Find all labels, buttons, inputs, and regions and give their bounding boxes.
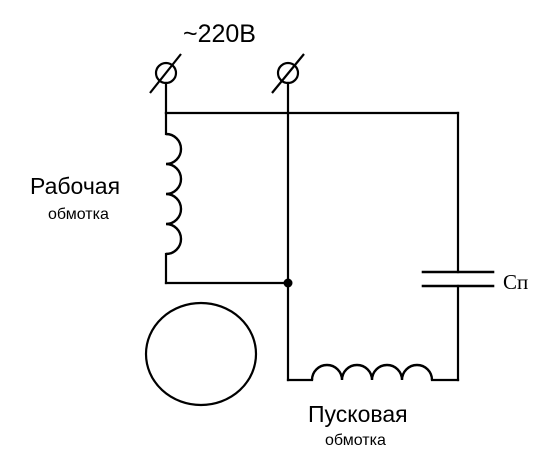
capacitor-symbol (421, 270, 495, 288)
supply-voltage-label: ~220В (183, 20, 256, 48)
wires (164, 81, 460, 382)
capacitor-label: Сп (503, 270, 528, 294)
rotor-circle (144, 301, 258, 407)
working-winding-label-line1: Рабочая (30, 173, 120, 199)
starting-winding-coil (310, 363, 434, 381)
junction-dot (283, 278, 293, 288)
starting-winding-label-line2: обмотка (325, 432, 386, 449)
working-winding-label-line2: обмотка (48, 206, 109, 223)
working-winding-coil (165, 132, 183, 256)
starting-winding-label-line1: Пусковая (308, 401, 408, 427)
